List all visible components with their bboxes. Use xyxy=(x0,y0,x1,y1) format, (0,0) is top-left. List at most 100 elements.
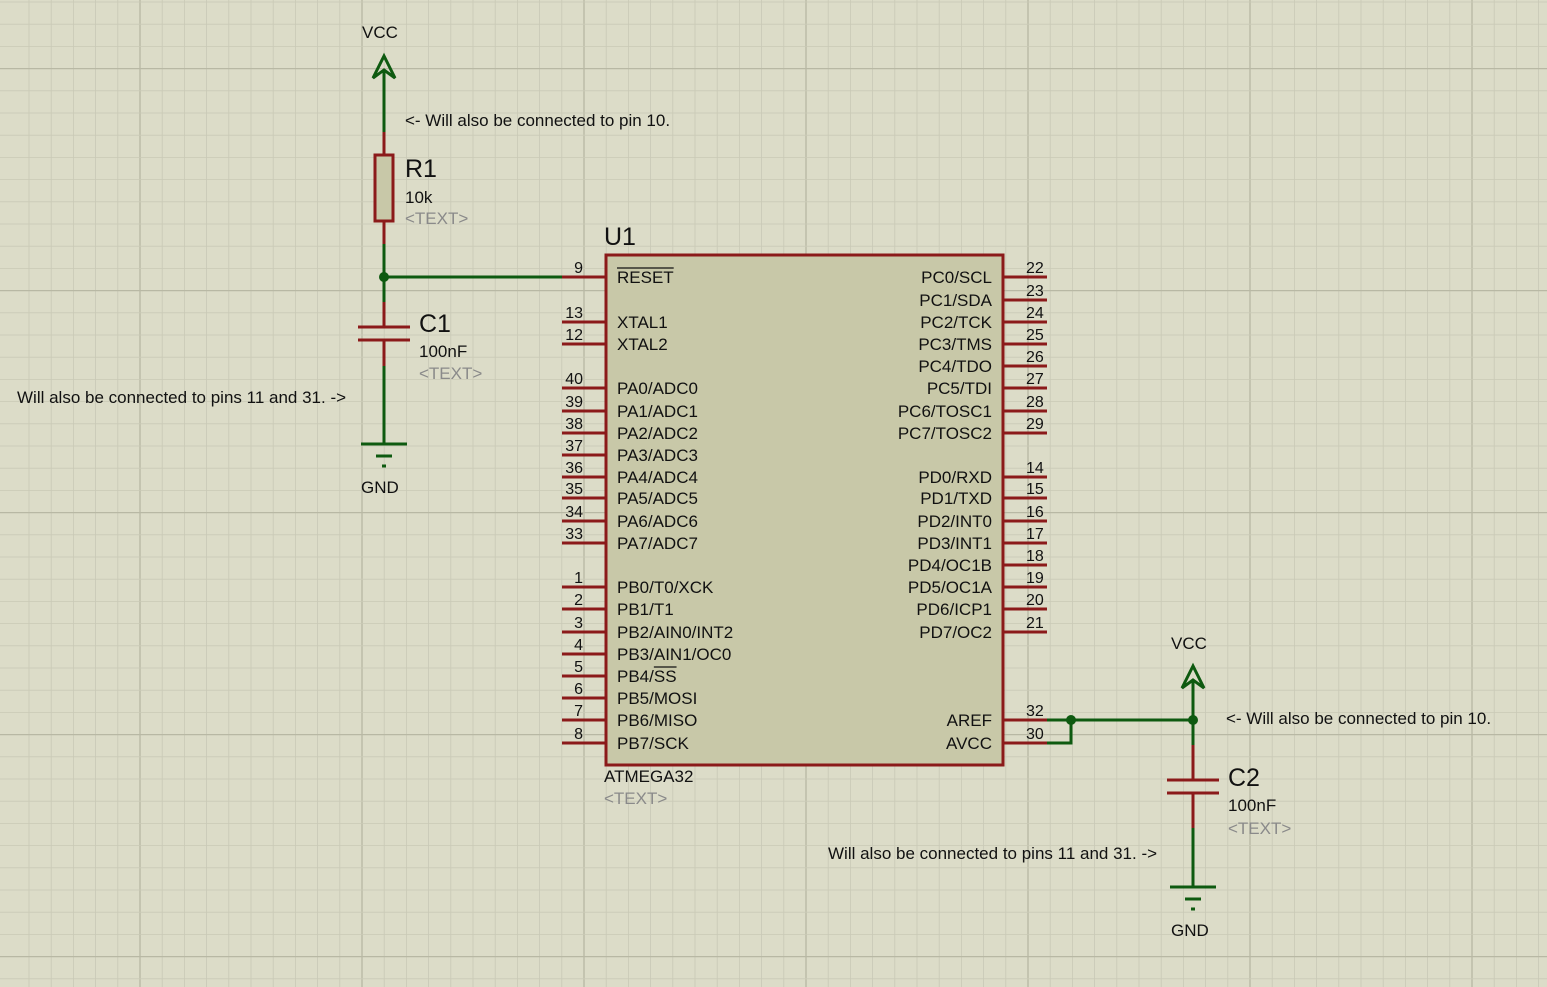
ic-body xyxy=(604,253,1005,767)
ic-pin[interactable]: 24 PC2/TCK xyxy=(920,305,1047,332)
ic-pin[interactable]: 9 RESET xyxy=(562,260,674,287)
pin-number: 2 xyxy=(574,592,583,609)
reset-circuit: VCC <- Will also be connected to pin 10.… xyxy=(17,23,670,497)
pin-name: PD2/INT0 xyxy=(917,512,992,531)
pin-number: 12 xyxy=(565,327,583,344)
pin-number: 36 xyxy=(565,460,583,477)
pin-number: 39 xyxy=(565,394,583,411)
pin-number: 25 xyxy=(1026,327,1044,344)
ic-pin[interactable]: 22 PC0/SCL xyxy=(921,260,1047,287)
c1-text: <TEXT> xyxy=(419,364,482,383)
ic-pin[interactable]: 2 PB1/T1 xyxy=(562,592,674,619)
pin-name: PA7/ADC7 xyxy=(617,534,698,553)
pin-number: 40 xyxy=(565,371,583,388)
u1-ref: U1 xyxy=(604,223,636,251)
ic-pin[interactable]: 12 XTAL2 xyxy=(562,327,668,354)
pin-name: XTAL2 xyxy=(617,335,668,354)
ic-pin[interactable]: 40 PA0/ADC0 xyxy=(562,371,698,398)
pin-number: 33 xyxy=(565,526,583,543)
pin-name: PA0/ADC0 xyxy=(617,379,698,398)
capacitor-c1[interactable]: C1 100nF <TEXT> xyxy=(358,302,482,383)
ic-pin[interactable]: 33 PA7/ADC7 xyxy=(562,526,698,553)
pin-number: 9 xyxy=(574,260,583,277)
gnd-label: GND xyxy=(1171,921,1209,940)
pin-name: PD5/OC1A xyxy=(908,578,993,597)
r1-value: 10k xyxy=(405,188,433,207)
resistor-r1[interactable]: R1 10k <TEXT> xyxy=(373,132,468,244)
gnd-terminal-2[interactable]: GND xyxy=(1170,885,1216,940)
pin-name: PC2/TCK xyxy=(920,313,992,332)
pin-name: PC1/SDA xyxy=(919,291,992,310)
pin-number: 17 xyxy=(1026,526,1044,543)
pin-number: 20 xyxy=(1026,592,1044,609)
pin-number: 6 xyxy=(574,681,583,698)
pin-number: 22 xyxy=(1026,260,1044,277)
pin-number: 30 xyxy=(1026,726,1044,743)
gnd-label: GND xyxy=(361,478,399,497)
vcc-terminal-2[interactable]: VCC xyxy=(1171,634,1207,745)
pin-name: PD0/RXD xyxy=(918,468,992,487)
pin-name: PC0/SCL xyxy=(921,268,992,287)
pin-number: 32 xyxy=(1026,703,1044,720)
pin-name: XTAL1 xyxy=(617,313,668,332)
vcc-terminal-1[interactable]: VCC xyxy=(362,23,398,132)
u1-text: <TEXT> xyxy=(604,789,667,808)
gnd-terminal-1[interactable]: GND xyxy=(361,442,407,497)
pin-name: PB3/AIN1/OC0 xyxy=(617,645,731,664)
c1-value: 100nF xyxy=(419,342,467,361)
pin-name: PB6/MISO xyxy=(617,711,697,730)
wire-avcc[interactable] xyxy=(1047,720,1073,745)
pin-number: 35 xyxy=(565,481,583,498)
junction-dot xyxy=(379,272,389,282)
pin-number: 14 xyxy=(1026,460,1044,477)
c1-ref: C1 xyxy=(419,310,451,338)
pin-number: 24 xyxy=(1026,305,1044,322)
ic-pin[interactable]: 18 PD4/OC1B xyxy=(908,548,1047,575)
capacitor-c2[interactable]: C2 100nF <TEXT> xyxy=(1167,745,1291,838)
pin-number: 16 xyxy=(1026,504,1044,521)
r1-text: <TEXT> xyxy=(405,209,468,228)
ic-pin[interactable]: 25 PC3/TMS xyxy=(918,327,1047,354)
pin-name: PC3/TMS xyxy=(918,335,992,354)
junction-dot xyxy=(1066,715,1076,725)
pin-number: 34 xyxy=(565,504,583,521)
pin-name: PD4/OC1B xyxy=(908,556,992,575)
ic-pin[interactable]: 16 PD2/INT0 xyxy=(917,504,1047,531)
pin-name: PB7/SCK xyxy=(617,734,689,753)
pin-name: PB1/T1 xyxy=(617,600,674,619)
pin-name: RESET xyxy=(617,268,674,287)
pin-number: 18 xyxy=(1026,548,1044,565)
pin-name-overbar: SS xyxy=(654,667,677,686)
ic-pin[interactable]: 14 PD0/RXD xyxy=(918,460,1047,487)
pin-number: 27 xyxy=(1026,371,1044,388)
